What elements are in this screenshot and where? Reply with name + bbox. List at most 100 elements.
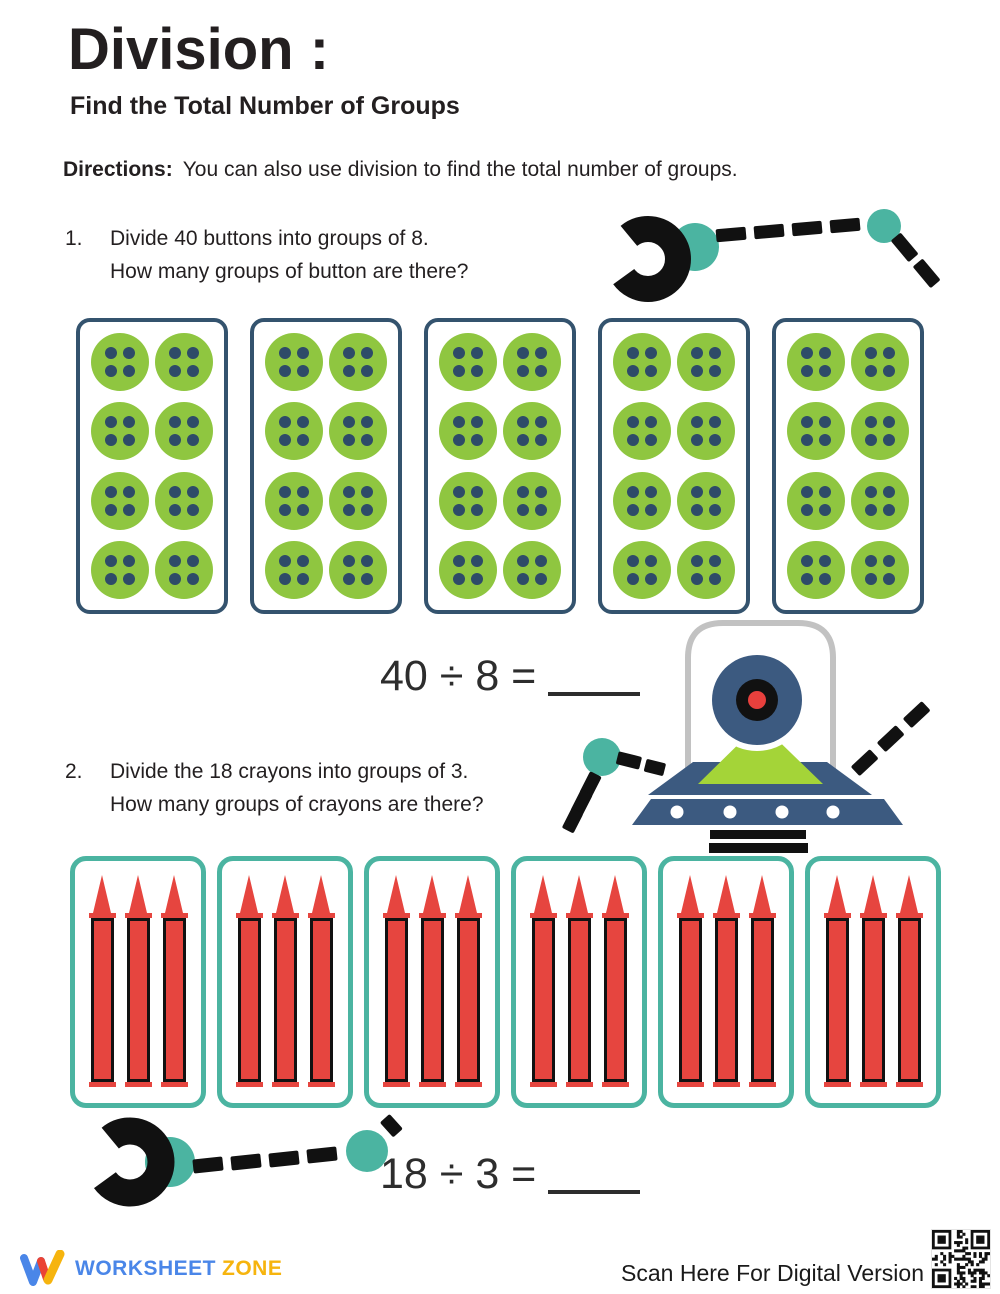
robot-arm-wrench-icon — [85, 1114, 403, 1207]
crayon-graphic — [748, 875, 776, 1087]
page-subtitle: Find the Total Number of Groups — [70, 92, 460, 120]
crayon-graphic — [88, 875, 116, 1087]
button-graphic — [329, 540, 387, 599]
crayon-graphic — [160, 875, 188, 1087]
button-group-box — [76, 318, 228, 614]
crayon-group-box — [805, 856, 941, 1108]
button-graphic — [439, 402, 497, 461]
problem-1: 1. Divide 40 buttons into groups of 8. H… — [65, 222, 469, 288]
crayon-graphic — [565, 875, 593, 1087]
button-graphic — [265, 333, 323, 392]
brand-word-worksheet: WORKSHEET — [75, 1257, 216, 1280]
button-graphic — [613, 540, 671, 599]
button-graphic — [787, 471, 845, 530]
equation-2-text: 18 ÷ 3 = — [380, 1150, 537, 1198]
crayon-graphic — [676, 875, 704, 1087]
button-graphic — [851, 471, 909, 530]
crayon-graphic — [454, 875, 482, 1087]
button-graphic — [851, 540, 909, 599]
crayon-graphic — [124, 875, 152, 1087]
button-graphic — [155, 471, 213, 530]
equation-2: 18 ÷ 3 = — [380, 1150, 641, 1199]
answer-blank-2[interactable] — [548, 1156, 641, 1194]
crayon-graphic — [601, 875, 629, 1087]
button-graphic — [439, 333, 497, 392]
crayon-groups-row — [70, 856, 941, 1108]
problem-2-number: 2. — [65, 760, 83, 783]
button-graphic — [677, 471, 735, 530]
button-groups-row — [76, 318, 924, 614]
crayon-graphic — [529, 875, 557, 1087]
directions-text: You can also use division to find the to… — [182, 158, 738, 181]
button-graphic — [503, 402, 561, 461]
button-graphic — [329, 333, 387, 392]
crayon-graphic — [859, 875, 887, 1087]
button-graphic — [613, 402, 671, 461]
crayon-group-box — [658, 856, 794, 1108]
equation-1: 40 ÷ 8 = — [380, 652, 641, 701]
problem-2-line2: How many groups of crayons are there? — [110, 793, 484, 816]
button-graphic — [439, 540, 497, 599]
crayon-graphic — [712, 875, 740, 1087]
answer-blank-1[interactable] — [548, 658, 641, 696]
button-graphic — [787, 402, 845, 461]
scan-here-text: Scan Here For Digital Version — [621, 1260, 924, 1286]
problem-1-line1: Divide 40 buttons into groups of 8. — [110, 227, 429, 250]
button-graphic — [329, 402, 387, 461]
crayon-graphic — [418, 875, 446, 1087]
crayon-group-box — [364, 856, 500, 1108]
crayon-group-box — [217, 856, 353, 1108]
problem-1-line2: How many groups of button are there? — [110, 260, 469, 283]
button-graphic — [155, 402, 213, 461]
button-graphic — [851, 333, 909, 392]
crayon-graphic — [235, 875, 263, 1087]
crayon-graphic — [823, 875, 851, 1087]
button-graphic — [503, 471, 561, 530]
button-graphic — [677, 402, 735, 461]
brand-text: WORKSHEET ZONE — [75, 1257, 282, 1281]
button-graphic — [265, 471, 323, 530]
worksheetzone-w-icon — [20, 1250, 65, 1286]
button-group-box — [772, 318, 924, 614]
button-graphic — [329, 471, 387, 530]
button-graphic — [91, 402, 149, 461]
crayon-graphic — [307, 875, 335, 1087]
button-graphic — [851, 402, 909, 461]
button-group-box — [250, 318, 402, 614]
equation-1-text: 40 ÷ 8 = — [380, 652, 537, 700]
button-graphic — [91, 471, 149, 530]
button-group-box — [598, 318, 750, 614]
brand-word-zone: ZONE — [222, 1257, 283, 1280]
button-graphic — [503, 540, 561, 599]
button-graphic — [503, 333, 561, 392]
robot-arm-wrench-icon — [605, 209, 940, 302]
button-group-box — [424, 318, 576, 614]
crayon-group-box — [70, 856, 206, 1108]
button-graphic — [787, 540, 845, 599]
button-graphic — [91, 333, 149, 392]
button-graphic — [677, 333, 735, 392]
button-graphic — [155, 333, 213, 392]
crayon-graphic — [895, 875, 923, 1087]
button-graphic — [91, 540, 149, 599]
problem-2-line1: Divide the 18 crayons into groups of 3. — [110, 760, 469, 783]
problem-2: 2. Divide the 18 crayons into groups of … — [65, 755, 484, 821]
button-graphic — [613, 471, 671, 530]
robot-icon — [562, 620, 930, 853]
crayon-group-box — [511, 856, 647, 1108]
qr-code — [931, 1229, 991, 1289]
directions-label: Directions: — [63, 158, 173, 181]
brand-logo: WORKSHEET ZONE — [20, 1250, 282, 1288]
button-graphic — [613, 333, 671, 392]
button-graphic — [155, 540, 213, 599]
problem-1-number: 1. — [65, 227, 83, 250]
crayon-graphic — [271, 875, 299, 1087]
directions: Directions: You can also use division to … — [63, 158, 738, 182]
button-graphic — [265, 402, 323, 461]
button-graphic — [677, 540, 735, 599]
button-graphic — [265, 540, 323, 599]
button-graphic — [439, 471, 497, 530]
crayon-graphic — [382, 875, 410, 1087]
button-graphic — [787, 333, 845, 392]
